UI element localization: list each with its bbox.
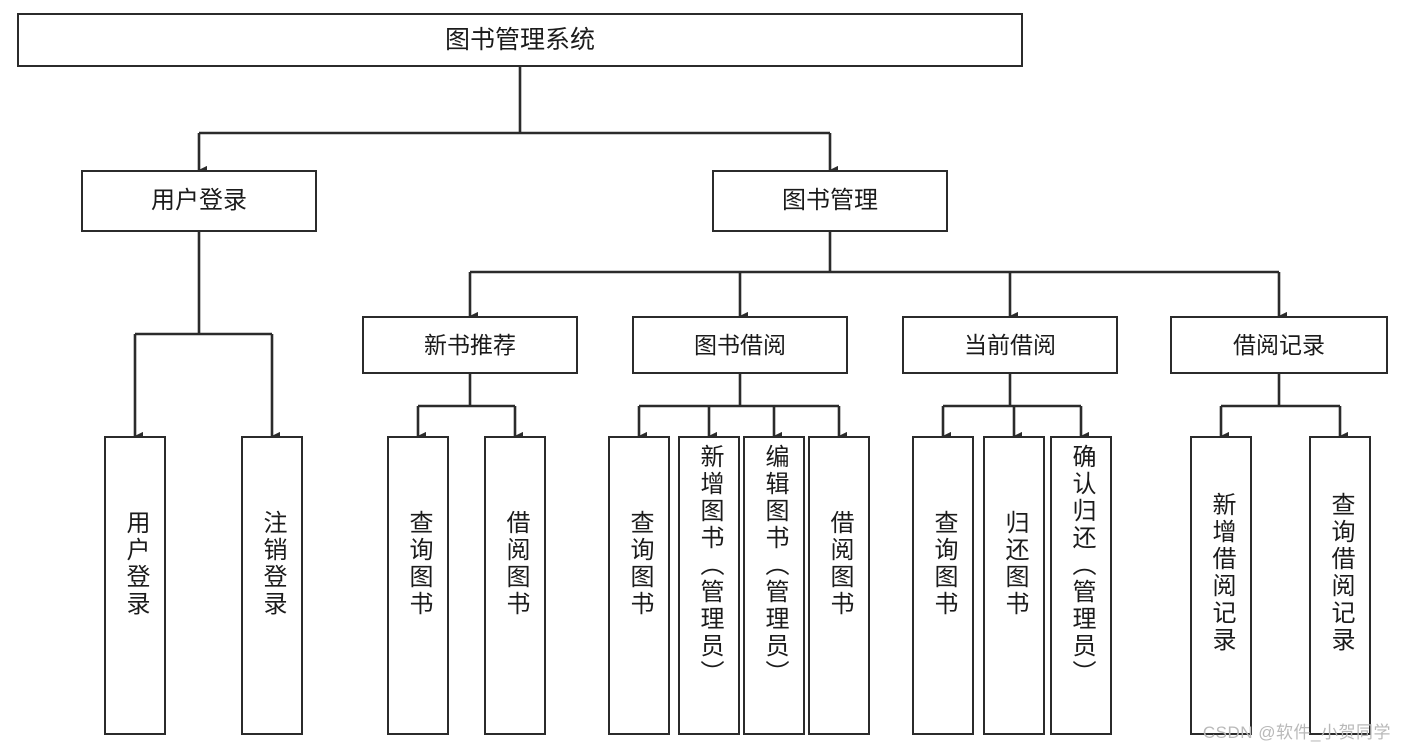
node-new-book-rec[interactable]: 新书推荐 — [362, 316, 578, 374]
node-label: 当前借阅 — [964, 331, 1056, 358]
node-borrow-record[interactable]: 借阅记录 — [1170, 316, 1388, 374]
node-label: 新增图书（管理员） — [696, 444, 723, 687]
node-label: 注销登录 — [259, 510, 286, 618]
node-label: 新增借阅记录 — [1208, 492, 1235, 654]
leaf-leaf-query-book-2[interactable]: 查询图书 — [608, 436, 670, 735]
node-root[interactable]: 图书管理系统 — [17, 13, 1023, 67]
leaf-leaf-user-login[interactable]: 用户登录 — [104, 436, 166, 735]
node-label: 查询图书 — [930, 510, 957, 618]
node-user-login[interactable]: 用户登录 — [81, 170, 317, 232]
leaf-leaf-user-logout[interactable]: 注销登录 — [241, 436, 303, 735]
node-label: 用户登录 — [151, 187, 247, 215]
leaf-leaf-add-borrow-record[interactable]: 新增借阅记录 — [1190, 436, 1252, 735]
node-label: 查询借阅记录 — [1327, 492, 1354, 654]
node-label: 确认归还（管理员） — [1068, 444, 1095, 687]
node-label: 新书推荐 — [424, 331, 516, 358]
leaf-leaf-return-book[interactable]: 归还图书 — [983, 436, 1045, 735]
node-current-borrow[interactable]: 当前借阅 — [902, 316, 1118, 374]
node-label: 编辑图书（管理员） — [761, 444, 788, 687]
node-label: 借阅记录 — [1233, 331, 1325, 358]
leaf-leaf-edit-book-admin[interactable]: 编辑图书（管理员） — [743, 436, 805, 735]
leaf-leaf-query-borrow-record[interactable]: 查询借阅记录 — [1309, 436, 1371, 735]
leaf-leaf-query-book-1[interactable]: 查询图书 — [387, 436, 449, 735]
leaf-leaf-confirm-return-admin[interactable]: 确认归还（管理员） — [1050, 436, 1112, 735]
node-label: 图书管理系统 — [444, 25, 595, 54]
node-label: 用户登录 — [122, 510, 149, 618]
node-label: 查询图书 — [405, 510, 432, 618]
node-label: 图书管理 — [782, 187, 878, 215]
leaf-leaf-borrow-book-2[interactable]: 借阅图书 — [808, 436, 870, 735]
watermark-label: CSDN @软件_小贺同学 — [1202, 723, 1391, 742]
node-label: 查询图书 — [626, 510, 653, 618]
leaf-leaf-query-book-3[interactable]: 查询图书 — [912, 436, 974, 735]
node-book-manage[interactable]: 图书管理 — [712, 170, 948, 232]
node-book-borrow[interactable]: 图书借阅 — [632, 316, 848, 374]
node-label: 借阅图书 — [826, 510, 853, 618]
leaf-leaf-borrow-book-1[interactable]: 借阅图书 — [484, 436, 546, 735]
node-label: 图书借阅 — [694, 331, 786, 358]
leaf-leaf-add-book-admin[interactable]: 新增图书（管理员） — [678, 436, 740, 735]
node-label: 归还图书 — [1001, 510, 1028, 618]
node-label: 借阅图书 — [502, 510, 529, 618]
